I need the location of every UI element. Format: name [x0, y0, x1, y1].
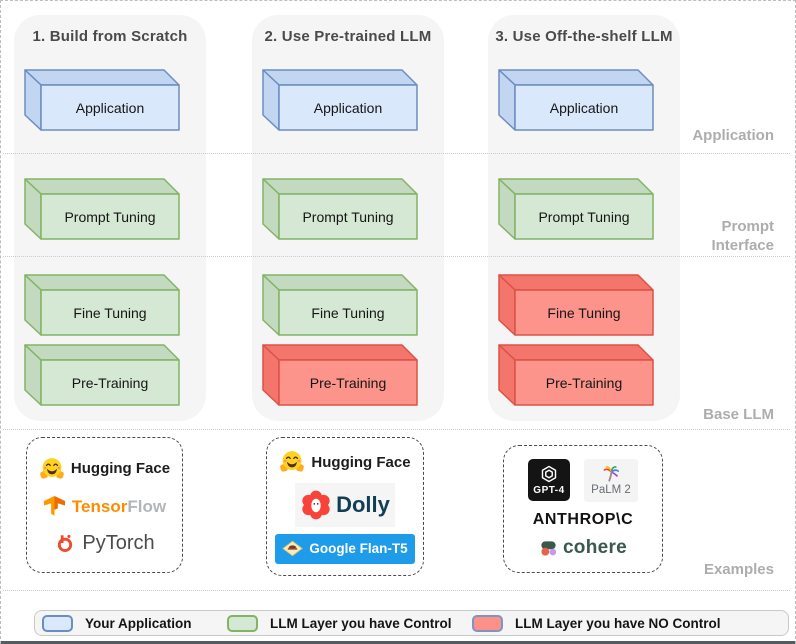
cube-prompt-tuning: Prompt Tuning — [498, 178, 654, 240]
cube-label: Prompt Tuning — [64, 208, 156, 225]
row-separator-application — [3, 153, 790, 154]
legend-item-your-application: Your Application — [42, 611, 192, 635]
examples-box-build-from-scratch: Hugging Face TensorFlow PyTorch — [26, 437, 183, 573]
legend-item-control: LLM Layer you have Control — [227, 611, 452, 635]
tensorflow-icon — [43, 495, 65, 516]
pytorch-logo: PyTorch — [54, 531, 155, 555]
model-tiles: GPT-4 PaLM 2 — [528, 458, 638, 502]
cube-label: Fine Tuning — [311, 304, 385, 321]
cube-pre-training: Pre-Training — [24, 344, 180, 406]
bottom-edge-line — [1, 641, 795, 644]
row-label-application: Application — [692, 127, 774, 144]
blue-swatch — [42, 614, 73, 632]
huggingface-logo: Hugging Face — [39, 456, 170, 482]
cube-label: Pre-Training — [545, 374, 623, 391]
cube-label: Fine Tuning — [547, 304, 621, 321]
legend-label: LLM Layer you have Control — [270, 615, 452, 631]
cube-prompt-tuning: Prompt Tuning — [262, 178, 418, 240]
row-separator-examples — [3, 590, 790, 591]
cube-pre-training: Pre-Training — [498, 344, 654, 406]
cube-label: Application — [549, 99, 619, 116]
cube-application: Application — [24, 69, 180, 131]
row-separator-base-llm — [3, 429, 790, 430]
cube-label: Pre-Training — [71, 374, 149, 391]
row-label-base-llm: Base LLM — [703, 406, 774, 423]
huggingface-label: Hugging Face — [70, 460, 171, 477]
gpt4-logo: GPT-4 — [528, 459, 570, 502]
row-label-prompt-interface: Prompt Interface — [711, 218, 774, 254]
dolly-icon — [302, 490, 330, 519]
column-title: 3. Use Off-the-shelf LLM — [495, 28, 673, 45]
cube-application: Application — [262, 69, 418, 131]
legend-label: LLM Layer you have NO Control — [515, 615, 721, 631]
tensorflow-label: TensorFlow — [71, 496, 167, 516]
legend-item-no-control: LLM Layer you have NO Control — [472, 611, 721, 635]
column-title: 2. Use Pre-trained LLM — [264, 28, 432, 45]
huggingface-label: Hugging Face — [311, 453, 411, 471]
google-flan-t5-logo: Google Flan-T5 — [275, 533, 415, 564]
palm2-logo: PaLM 2 — [584, 458, 638, 502]
legend: Your Application LLM Layer you have Cont… — [34, 610, 789, 636]
cohere-label: cohere — [562, 537, 628, 559]
pytorch-label: PyTorch — [82, 531, 155, 554]
examples-box-pretrained: Hugging Face Dolly Google Flan-T5 — [266, 437, 424, 576]
row-separator-prompt — [3, 256, 790, 257]
cube-fine-tuning: Fine Tuning — [498, 274, 654, 336]
cube-label: Prompt Tuning — [538, 208, 630, 225]
green-swatch — [227, 614, 258, 632]
palm-icon — [603, 466, 619, 482]
cohere-logo: cohere — [539, 537, 627, 559]
dolly-label: Dolly — [336, 491, 390, 517]
pytorch-icon — [58, 534, 73, 552]
openai-icon — [541, 466, 557, 483]
cohere-icon — [541, 541, 557, 556]
huggingface-icon — [40, 457, 64, 479]
cube-label: Fine Tuning — [73, 304, 147, 321]
anthropic-logo: ANTHROP\C — [532, 510, 634, 528]
huggingface-logo: Hugging Face — [279, 449, 411, 475]
dolly-logo: Dolly — [295, 482, 395, 527]
palm2-label: PaLM 2 — [591, 484, 631, 497]
cube-label: Pre-Training — [309, 374, 387, 391]
cube-label: Application — [75, 99, 145, 116]
cube-prompt-tuning: Prompt Tuning — [24, 178, 180, 240]
cube-label: Application — [313, 99, 383, 116]
red-swatch — [472, 614, 503, 632]
gpt4-label: GPT-4 — [533, 485, 565, 497]
row-label-examples: Examples — [703, 561, 774, 578]
huggingface-icon — [280, 451, 305, 472]
google-flan-t5-label: Google Flan-T5 — [309, 541, 408, 557]
column-title: 1. Build from Scratch — [32, 28, 188, 45]
examples-box-off-the-shelf: GPT-4 PaLM 2 ANTHROP\C — [503, 445, 663, 573]
legend-label: Your Application — [85, 615, 192, 631]
cube-fine-tuning: Fine Tuning — [24, 274, 180, 336]
tensorflow-logo: TensorFlow — [43, 495, 166, 518]
cube-label: Prompt Tuning — [302, 208, 394, 225]
cube-fine-tuning: Fine Tuning — [262, 274, 418, 336]
cube-pre-training: Pre-Training — [262, 344, 418, 406]
flan-icon — [282, 540, 304, 557]
cube-application: Application — [498, 69, 654, 131]
